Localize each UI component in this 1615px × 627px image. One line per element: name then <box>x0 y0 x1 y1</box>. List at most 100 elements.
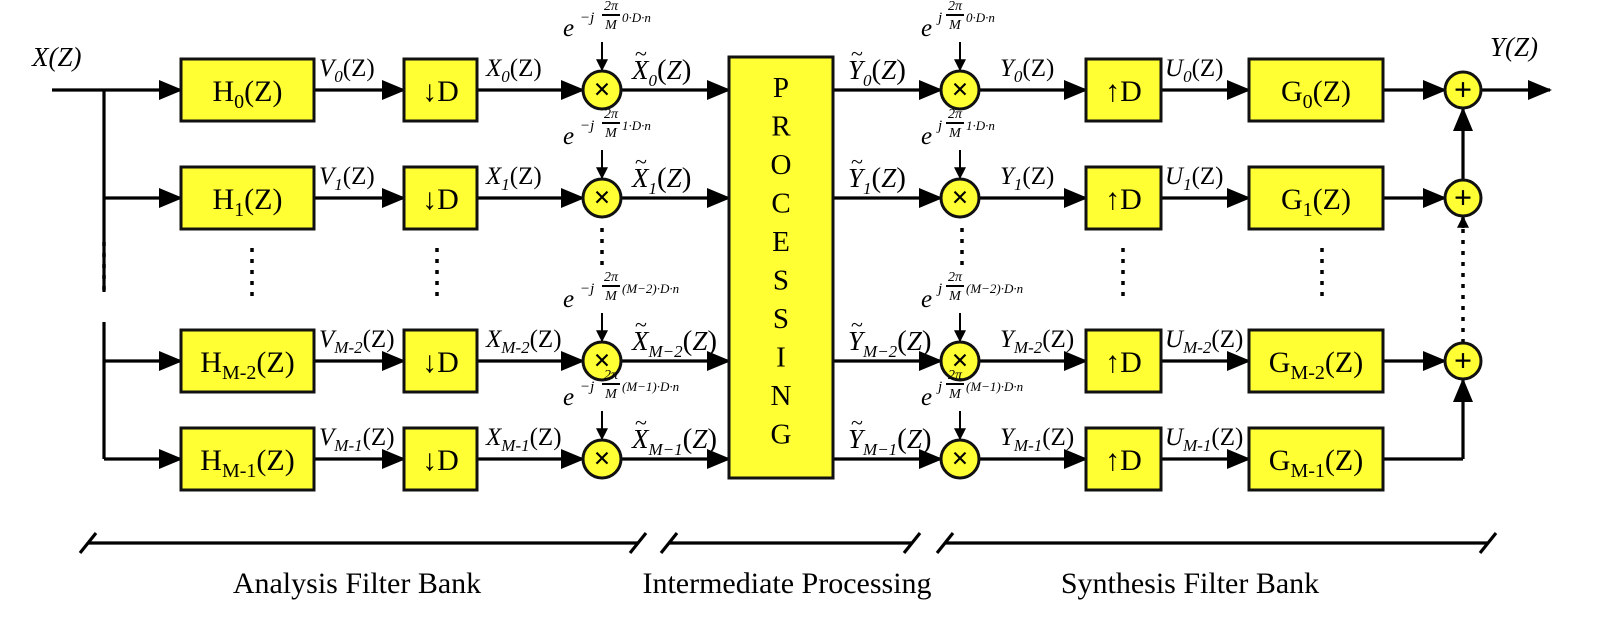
branch-1-mod-synthesis-den: M <box>948 126 962 141</box>
processing-letter-3: C <box>771 188 790 220</box>
branch-0-upsampler <box>1084 57 1163 123</box>
text-layer: H0(Z)G0(Z)↓D↑DV0(Z)X0(Z)X0(Z)~Y0(Z)~Y0(Z… <box>200 0 1363 482</box>
branch-1-xtilde-label: X1(Z)~ <box>631 149 691 198</box>
branch-2-y-label: YM-2(Z) <box>1000 326 1074 357</box>
branch-3-mod-synthesis-e: e <box>921 384 932 411</box>
branch-3-v-label: VM-1(Z) <box>319 424 395 455</box>
branch-0-mod-analysis-j: −j <box>580 10 594 26</box>
adder-2-sign: + <box>1454 342 1472 378</box>
branch-0-ytilde-label: Y0(Z)~ <box>848 41 906 90</box>
branch-2-xtilde-label: XM−2(Z)~ <box>631 312 717 361</box>
output-label: Y(Z) <box>1490 32 1538 62</box>
branch-1-synthesis-multiplier-sign: × <box>951 181 968 214</box>
processing-block <box>727 55 835 480</box>
branch-0-mod-analysis-rest: 0·D·n <box>622 10 651 25</box>
branch-1-v-label: V1(Z) <box>319 163 375 194</box>
branch-1-u-label: U1(Z) <box>1165 163 1223 194</box>
branch-3-analysis-filter <box>179 426 316 492</box>
branch-3-mod-analysis-e: e <box>563 384 574 411</box>
branch-1-y-label: Y1(Z) <box>1000 163 1054 194</box>
branch-1-ytilde-label: Y1(Z)~ <box>848 149 906 198</box>
processing-letter-4: E <box>772 226 790 258</box>
branch-3-mod-synthesis-rest: (M−1)·D·n <box>966 379 1023 394</box>
branch-0-xtilde-label-tilde: ~ <box>635 41 647 66</box>
branch-2-ytilde-label-tilde: ~ <box>851 312 863 337</box>
branch-0-mod-synthesis-den: M <box>948 18 962 33</box>
branch-3-xtilde-label-text: XM−1(Z) <box>631 423 717 459</box>
branch-3-down-label: ↓D <box>422 444 459 477</box>
branch-0-u-label: U0(Z) <box>1165 55 1223 86</box>
branch-2-xtilde-label-tilde: ~ <box>635 312 647 337</box>
branch-2-mod-synthesis-num: 2π <box>948 270 963 285</box>
branch-1-synthesis-filter <box>1247 165 1385 231</box>
branch-0-synthesis-multiplier-sign: × <box>951 73 968 106</box>
branch-1-xtilde-label-tilde: ~ <box>635 149 647 174</box>
branch-2-mod-analysis-den: M <box>604 289 618 304</box>
input-label: X(Z) <box>31 42 82 72</box>
branch-3-synthesis-multiplier-sign: × <box>951 442 968 475</box>
processing-letter-1: R <box>771 111 791 143</box>
synthesis-bracket-left-tick <box>935 532 955 554</box>
branch-2-ytilde-label: YM−2(Z)~ <box>848 312 932 361</box>
adder-0 <box>1443 70 1483 110</box>
branch-3-ytilde-label: YM−1(Z)~ <box>848 410 932 459</box>
branch-3-mod-synthesis-den: M <box>948 387 962 402</box>
branch-0-ytilde-label-tilde: ~ <box>851 41 863 66</box>
branch-3-upsampler <box>1084 426 1163 492</box>
branch-2-mod-analysis-rest: (M−2)·D·n <box>622 281 679 296</box>
branch-2-mod-synthesis-rest: (M−2)·D·n <box>966 281 1023 296</box>
analysis-bracket-left-tick <box>78 532 98 554</box>
processing-letter-2: O <box>771 149 792 181</box>
branch-2-g-label: GM-2(Z) <box>1269 346 1363 384</box>
branch-2-upsampler <box>1084 328 1163 394</box>
intermediate-section-label: Intermediate Processing <box>642 567 931 600</box>
blocks-layer: ××××××××+++ <box>179 57 1483 492</box>
branch-2-up-label: ↑D <box>1105 346 1142 379</box>
branch-1-xtilde-label-text: X1(Z) <box>631 162 691 198</box>
branch-0-downsampler <box>402 57 479 123</box>
analysis-section-label: Analysis Filter Bank <box>233 567 481 600</box>
branch-1-ytilde-label-text: Y1(Z) <box>848 162 906 198</box>
branch-1-mod-synthesis-rest: 1·D·n <box>966 118 995 133</box>
branch-0-analysis-filter <box>179 57 316 123</box>
branch-2-synthesis-multiplier-sign: × <box>951 344 968 377</box>
branch-0-h-label: H0(Z) <box>213 75 283 113</box>
branch-3-mod-synthesis-j: j <box>936 379 942 395</box>
branch-1-ytilde-label-tilde: ~ <box>851 149 863 174</box>
branch-0-synthesis-filter <box>1247 57 1385 123</box>
branch-3-g-label: GM-1(Z) <box>1269 444 1363 482</box>
processing-letter-0: P <box>773 72 789 104</box>
branch-3-mod-analysis-j: −j <box>580 379 594 395</box>
synthesis-bracket-right-tick <box>1478 532 1498 554</box>
branch-2-mod-analysis-num: 2π <box>604 270 619 285</box>
branch-0-analysis-multiplier <box>581 69 623 111</box>
branch-2-analysis-multiplier <box>581 340 623 382</box>
branch-3-ytilde-label-tilde: ~ <box>851 410 863 435</box>
branch-0-xtilde-label: X0(Z)~ <box>631 41 691 90</box>
branch-1-analysis-multiplier <box>581 177 623 219</box>
branch-1-x-label: X1(Z) <box>485 163 542 194</box>
branch-3-downsampler <box>402 426 479 492</box>
intermediate-bracket-left-tick <box>659 532 679 554</box>
branch-2-mod-analysis-j: −j <box>580 281 594 297</box>
branch-1-mod-analysis-e: e <box>563 123 574 150</box>
wires-layer <box>52 42 1552 469</box>
branch-2-synthesis-filter <box>1247 328 1385 394</box>
branch-2-x-label: XM-2(Z) <box>485 326 562 357</box>
analysis-bracket-right-tick <box>628 532 648 554</box>
branch-1-mod-analysis-den: M <box>604 126 618 141</box>
branch-3-mod-synthesis-num: 2π <box>948 368 963 383</box>
processing-letter-7: I <box>776 342 786 374</box>
branch-3-mod-analysis-num: 2π <box>604 368 619 383</box>
branch-2-downsampler <box>402 328 479 394</box>
branch-3-analysis-multiplier-sign: × <box>593 442 610 475</box>
branch-1-down-label: ↓D <box>422 183 459 216</box>
branch-1-up-label: ↑D <box>1105 183 1142 216</box>
